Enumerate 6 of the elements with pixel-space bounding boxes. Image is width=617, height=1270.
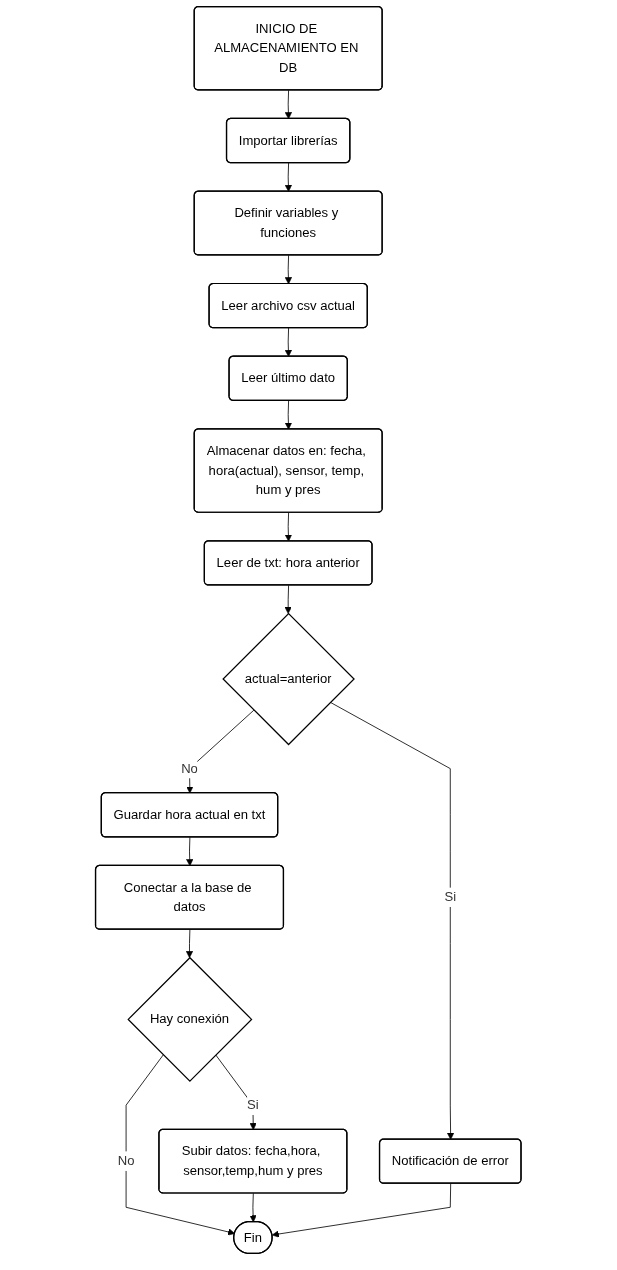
edge-label: No — [117, 1153, 135, 1168]
node-diamond: actual=anterior — [222, 612, 356, 746]
edge-label: No — [181, 761, 199, 776]
node-diamond: Hay conexión — [127, 956, 253, 1082]
edge-label: Si — [444, 889, 457, 904]
edge-label: Si — [247, 1097, 259, 1112]
